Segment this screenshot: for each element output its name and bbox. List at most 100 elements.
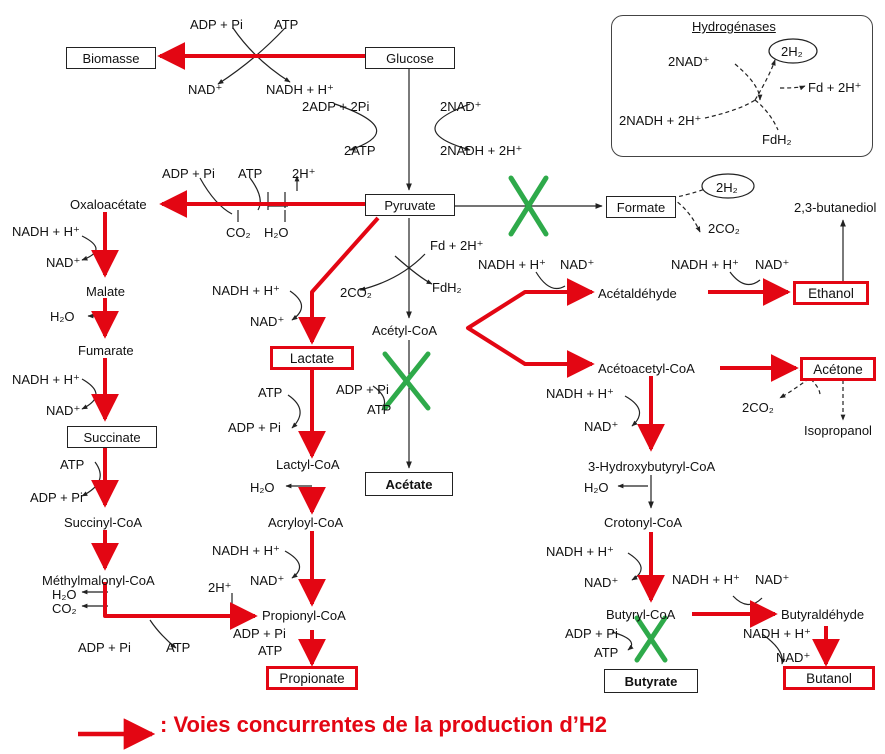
cofactor-nad-mid1: NAD⁺ [250, 314, 285, 329]
cofactor-nad-acetald: NAD⁺ [560, 257, 595, 272]
node-ethanol: Ethanol [793, 281, 869, 305]
h2-hydrogenase-ellipse [768, 38, 818, 64]
hydrogenases-panel [611, 15, 873, 157]
cofactor-adp-pi-right: ADP + Pi [565, 626, 618, 641]
node-butyrate: Butyrate [604, 669, 698, 693]
cofactor-nad-right2: NAD⁺ [584, 575, 619, 590]
hydrogenases-fdh2: FdH₂ [762, 132, 792, 147]
cofactor-nadh-left2: NADH + H⁺ [12, 372, 80, 387]
cofactor-adp-pi-acetate: ADP + Pi [336, 382, 389, 397]
node-succinyl-coa: Succinyl-CoA [64, 515, 143, 530]
node-formate: Formate [606, 196, 676, 218]
node-acetaldehyde: Acétaldéhyde [598, 286, 677, 301]
cofactor-nadh: NADH + H⁺ [266, 82, 334, 97]
cofactor-adp-pi-left: ADP + Pi [30, 490, 83, 505]
cofactor-atp: ATP [274, 17, 299, 32]
cofactor-nadh-right1: NADH + H⁺ [546, 386, 614, 401]
cofactor-adp-pi: ADP + Pi [190, 17, 243, 32]
cofactor-atp-right: ATP [594, 645, 619, 660]
cofactor-atp-acetate: ATP [367, 402, 392, 417]
node-lactate: Lactate [270, 346, 354, 370]
node-glucose: Glucose [365, 47, 455, 69]
cofactor-nad-left1: NAD⁺ [46, 255, 81, 270]
cofactor-nadh-mid2: NADH + H⁺ [212, 543, 280, 558]
node-acetone: Acétone [800, 357, 876, 381]
cofactor-2h: 2H⁺ [292, 166, 316, 181]
node-butanediol: 2,3-butanediol [794, 200, 877, 215]
cofactor-h2o-left: H₂O [50, 309, 75, 324]
cofactor-nad: NAD⁺ [188, 82, 223, 97]
cofactor-2co2-formate: 2CO₂ [708, 221, 740, 236]
node-acetyl-coa: Acétyl-CoA [372, 323, 438, 338]
node-propionate: Propionate [266, 666, 358, 690]
cofactor-fdh2: FdH₂ [432, 280, 462, 295]
cofactor-2atp: 2ATP [344, 143, 376, 158]
node-hydroxybutyryl-coa: 3-Hydroxybutyryl-CoA [588, 459, 716, 474]
cofactor-nadh-acetald: NADH + H⁺ [478, 257, 546, 272]
node-pyruvate: Pyruvate [365, 194, 455, 216]
node-acryloyl-coa: Acryloyl-CoA [268, 515, 344, 530]
node-methylmalonyl-coa: Méthylmalonyl-CoA [42, 573, 155, 588]
node-biomasse: Biomasse [66, 47, 156, 69]
node-oxaloacetate: Oxaloacétate [70, 197, 147, 212]
node-propionyl-coa: Propionyl-CoA [262, 608, 346, 623]
cofactor-atp-mid2: ATP [258, 643, 283, 658]
node-fumarate: Fumarate [78, 343, 134, 358]
cofactor-adp-pi-2: ADP + Pi [162, 166, 215, 181]
node-butanol: Butanol [783, 666, 875, 690]
node-succinate: Succinate [67, 426, 157, 448]
cofactor-nadh-right2: NADH + H⁺ [546, 544, 614, 559]
hydrogenases-h2: 2H₂ [781, 44, 803, 59]
blocked-pathway-marks [382, 175, 668, 663]
node-butyraldehyde: Butyraldéhyde [781, 607, 865, 622]
cofactor-fd-2h: Fd + 2H⁺ [430, 238, 484, 253]
cofactor-adp-pi-mid2: ADP + Pi [233, 626, 286, 641]
cofactor-nad-right4: NAD⁺ [776, 650, 811, 665]
cofactor-nadh-ethanol: NADH + H⁺ [671, 257, 739, 272]
cofactor-nad-right1: NAD⁺ [584, 419, 619, 434]
node-butyryl-coa: Butyryl-CoA [606, 607, 676, 622]
node-crotonyl-coa: Crotonyl-CoA [604, 515, 683, 530]
h2-formate-ellipse [701, 173, 755, 199]
cofactor-h2o: H₂O [264, 225, 289, 240]
node-isopropanol: Isopropanol [804, 423, 872, 438]
cofactor-atp-mid: ATP [258, 385, 283, 400]
cofactor-atp-bottom: ATP [166, 640, 191, 655]
cofactor-nadh-left1: NADH + H⁺ [12, 224, 80, 239]
cofactor-nadh-right4: NADH + H⁺ [743, 626, 811, 641]
cofactor-nad-mid2: NAD⁺ [250, 573, 285, 588]
cofactor-co2: CO₂ [226, 225, 251, 240]
hydrogenases-fd-2h: Fd + 2H⁺ [808, 80, 862, 95]
node-acetoacetyl-coa: Acétoacetyl-CoA [598, 361, 695, 376]
cofactor-2h-left: 2H⁺ [208, 580, 232, 595]
hydrogenases-2nad: 2NAD⁺ [668, 54, 710, 69]
node-acetate: Acétate [365, 472, 453, 496]
cofactor-2nadh: 2NADH + 2H⁺ [440, 143, 523, 158]
cofactor-2co2-acetone: 2CO₂ [742, 400, 774, 415]
cofactor-nad-right3: NAD⁺ [755, 572, 790, 587]
cofactor-2nad: 2NAD⁺ [440, 99, 482, 114]
cofactor-h2o-mid: H₂O [250, 480, 275, 495]
cofactor-nadh-right3: NADH + H⁺ [672, 572, 740, 587]
cofactor-adp-pi-bottom: ADP + Pi [78, 640, 131, 655]
cofactor-nad-left2: NAD⁺ [46, 403, 81, 418]
legend-text: : Voies concurrentes de la production d’… [160, 712, 608, 737]
cofactor-h2o-right: H₂O [584, 480, 609, 495]
hydrogenases-2nadh: 2NADH + 2H⁺ [619, 113, 702, 128]
cofactor-h2-formate: 2H₂ [716, 180, 738, 195]
cofactor-adp-pi-mid: ADP + Pi [228, 420, 281, 435]
cofactor-h2o-left2: H₂O [52, 587, 77, 602]
hydrogenases-title: Hydrogénases [692, 19, 776, 34]
node-lactyl-coa: Lactyl-CoA [276, 457, 340, 472]
node-malate: Malate [86, 284, 126, 299]
cofactor-2co2: 2CO₂ [340, 285, 372, 300]
cofactor-nad-ethanol: NAD⁺ [755, 257, 790, 272]
cofactor-nadh-mid1: NADH + H⁺ [212, 283, 280, 298]
cofactor-co2-left: CO₂ [52, 601, 77, 616]
cofactor-2adp-2pi: 2ADP + 2Pi [302, 99, 370, 114]
cofactor-atp-left: ATP [60, 457, 85, 472]
competing-pathways [78, 42, 840, 750]
cofactor-atp-2: ATP [238, 166, 263, 181]
